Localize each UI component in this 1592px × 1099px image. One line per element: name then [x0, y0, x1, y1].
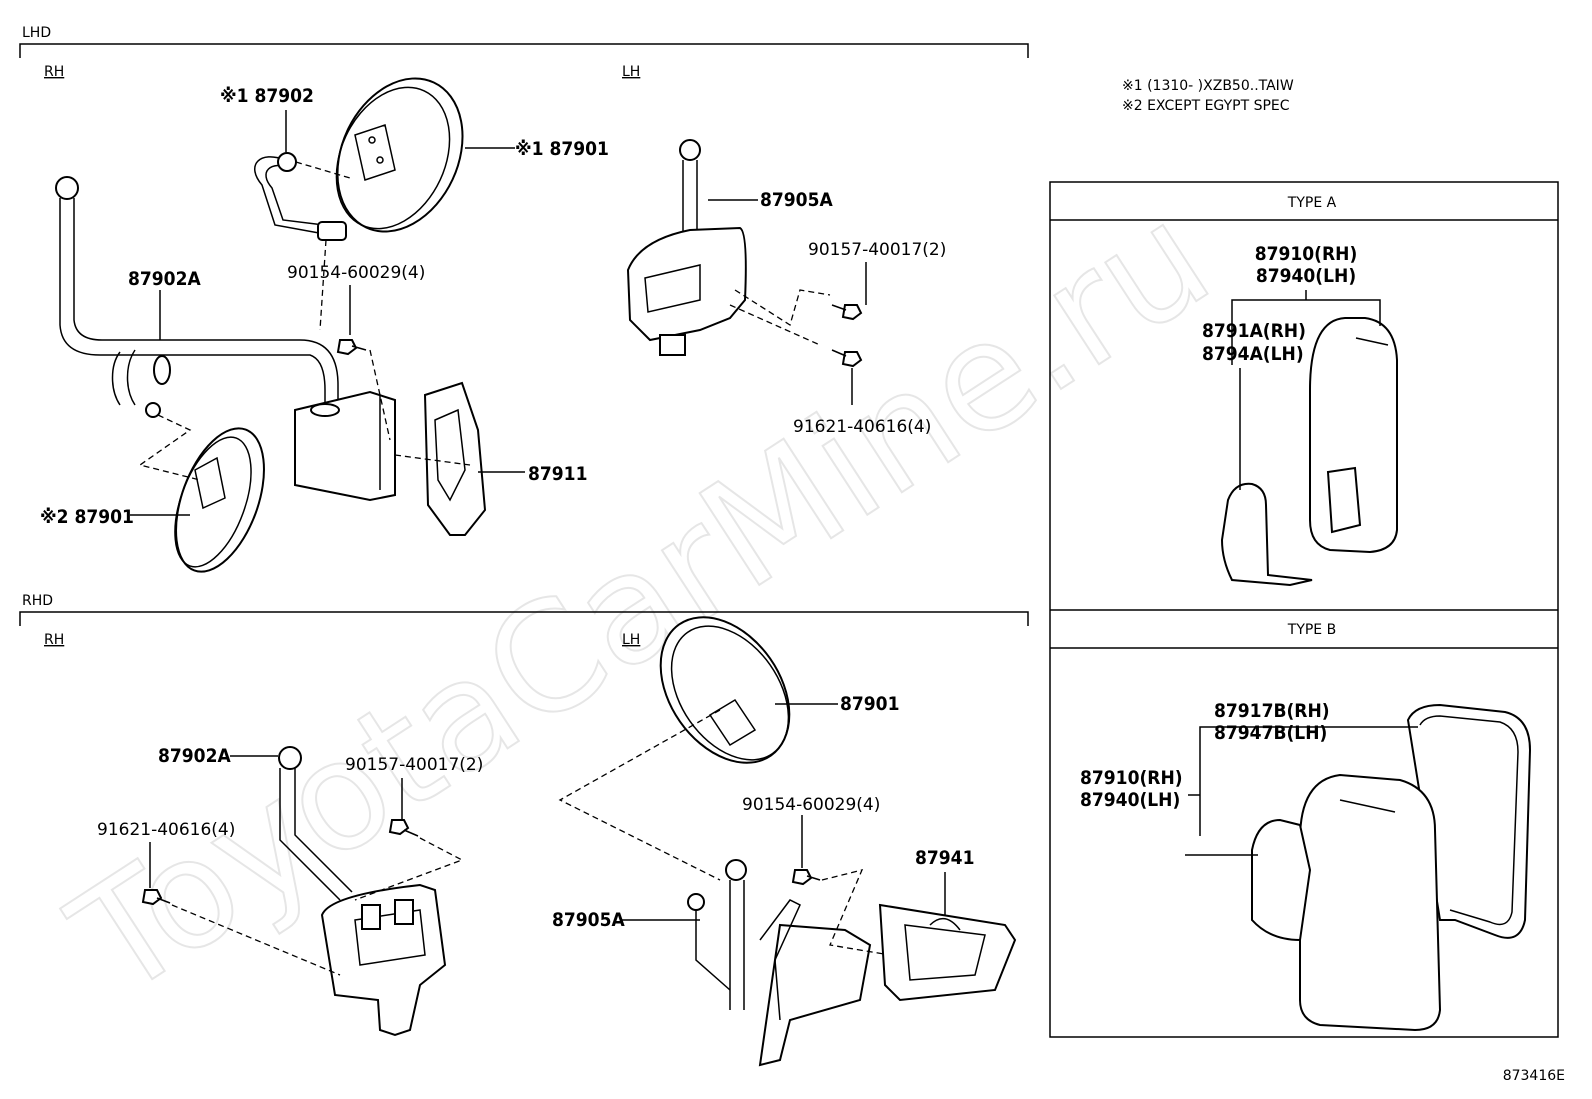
lhd-title: LHD — [22, 25, 51, 41]
note-1: ※1 (1310- )XZB50..TAIW — [1122, 78, 1294, 94]
type-a-title: TYPE A — [1287, 195, 1337, 211]
mirror-87901-top — [335, 77, 464, 233]
rhd-lh-label: LH — [622, 632, 640, 648]
type-b-lh-frame: 87947B(LH) — [1214, 722, 1327, 744]
label-87902: ※1 87902 — [220, 85, 314, 107]
dash-line — [354, 837, 464, 901]
bolt-90154-60029-rhd — [791, 869, 821, 886]
label-87902A: 87902A — [128, 268, 201, 290]
type-b-title: TYPE B — [1287, 622, 1336, 638]
label-91621-rhd: 91621-40616(4) — [97, 820, 235, 840]
mirror-arm-87902A — [55, 176, 339, 418]
mirror-87901-rhd — [659, 616, 791, 764]
plate-87941 — [878, 903, 1017, 1002]
label-91621-lhd: 91621-40616(4) — [793, 417, 931, 437]
rhd-bracket — [19, 611, 1029, 626]
mirror-stay-87902 — [254, 152, 347, 241]
label-90157-rhd: 90157-40017(2) — [345, 755, 483, 775]
lhd-rh-label: RH — [44, 64, 64, 80]
label-90157-lhd: 90157-40017(2) — [808, 240, 946, 260]
dash-line — [821, 869, 891, 956]
type-b-frame — [1406, 703, 1532, 939]
type-b-rh-assy: 87910(RH) — [1080, 767, 1183, 789]
type-a-lh-cover: 8794A(LH) — [1202, 343, 1304, 365]
mirror-stay-87905A-rhd — [687, 859, 872, 1067]
dash-line — [394, 454, 471, 466]
type-b-mirror — [1251, 773, 1442, 1032]
type-a-rh-assy: 87910(RH) — [1255, 243, 1358, 265]
rhd-title: RHD — [22, 593, 53, 609]
type-b-bracket — [1199, 726, 1418, 836]
label-87905A-lhd: 87905A — [760, 189, 833, 211]
label-87902A-rhd: 87902A — [158, 745, 231, 767]
bolt-91621-40616-lhd — [831, 349, 863, 368]
dash-line — [729, 304, 821, 346]
mirror-87901-bottom — [174, 427, 265, 573]
diagram-id: 873416E — [1503, 1068, 1565, 1084]
dash-line — [319, 239, 327, 331]
dash-line — [171, 904, 341, 976]
type-a-rh-cover: 8791A(RH) — [1202, 320, 1306, 342]
mirror-arm-87902A-rhd — [278, 746, 447, 1037]
label-87901-top: ※1 87901 — [515, 138, 609, 160]
label-87941: 87941 — [915, 847, 974, 869]
plate-87911 — [423, 381, 487, 536]
mirror-stay-87905A-lhd — [626, 139, 747, 356]
dash-line — [558, 709, 721, 881]
label-87905A-rhd: 87905A — [552, 909, 625, 931]
label-87901-bottom: ※2 87901 — [40, 506, 134, 528]
bolt-90154-60029 — [336, 339, 367, 356]
mirror-bracket — [294, 390, 396, 502]
type-a-lh-assy: 87940(LH) — [1256, 265, 1356, 287]
label-90154-rhd: 90154-60029(4) — [742, 795, 880, 815]
lhd-bracket — [19, 43, 1029, 58]
dash-line — [369, 349, 391, 441]
note-2: ※2 EXCEPT EGYPT SPEC — [1122, 98, 1290, 114]
dash-line — [734, 289, 831, 327]
label-90154: 90154-60029(4) — [287, 263, 425, 283]
type-a-mirror — [1220, 317, 1398, 587]
type-b-lh-assy: 87940(LH) — [1080, 789, 1180, 811]
lhd-lh-label: LH — [622, 64, 640, 80]
dash-line — [138, 414, 201, 481]
bolt-91621-40616-rhd — [141, 889, 171, 906]
bolt-90157-40017-lhd — [831, 304, 863, 321]
label-87911: 87911 — [528, 463, 587, 485]
label-87901-rhd: 87901 — [840, 693, 899, 715]
type-b-rh-frame: 87917B(RH) — [1214, 700, 1330, 722]
rhd-rh-label: RH — [44, 632, 64, 648]
